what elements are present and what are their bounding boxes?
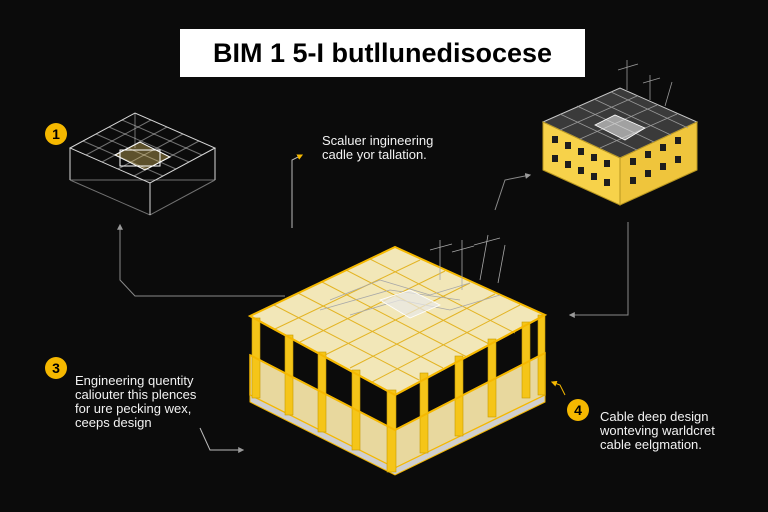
- step-badge-1: 1: [45, 123, 67, 145]
- step-4-caption-line-3: cable eelgmation.: [600, 437, 702, 452]
- step-3-caption-line-4: ceeps design: [75, 415, 152, 430]
- connector-lines: [117, 154, 629, 453]
- connector-step-3: [199, 427, 245, 453]
- step-3-caption-line-1: Engineering quentity: [75, 373, 194, 388]
- wireframe-model: [68, 112, 217, 216]
- step-3-caption-line-2: caliouter this plences: [75, 387, 197, 402]
- top-caption-line-2: cadle yor tallation.: [322, 147, 427, 162]
- connector-step-4: [550, 380, 566, 396]
- step-4-caption-line-2: wonteving warldcret: [600, 423, 715, 438]
- connector-model-2-to-center: [568, 222, 629, 318]
- top-caption: Scaluer ingineering cadle yor tallation.: [322, 134, 433, 162]
- connector-center-to-model-2: [291, 154, 304, 228]
- main-building-model: [247, 234, 548, 476]
- connector-up-to-model-2: [494, 172, 532, 211]
- diagram-title: BIM 1 5-I butllunedisocese: [180, 29, 585, 77]
- step-3-caption: Engineering quentity caliouter this plen…: [75, 374, 196, 430]
- step-3-caption-line-3: for ure pecking wex,: [75, 401, 192, 416]
- top-caption-line-1: Scaluer ingineering: [322, 133, 434, 148]
- step-badge-4: 4: [567, 399, 589, 421]
- small-building-model: [541, 60, 699, 206]
- step-badge-3: 3: [45, 357, 67, 379]
- connector-model-1-to-center: [117, 223, 285, 297]
- step-4-caption: Cable deep design wonteving warldcret ca…: [600, 410, 715, 452]
- step-4-caption-line-1: Cable deep design: [600, 409, 709, 424]
